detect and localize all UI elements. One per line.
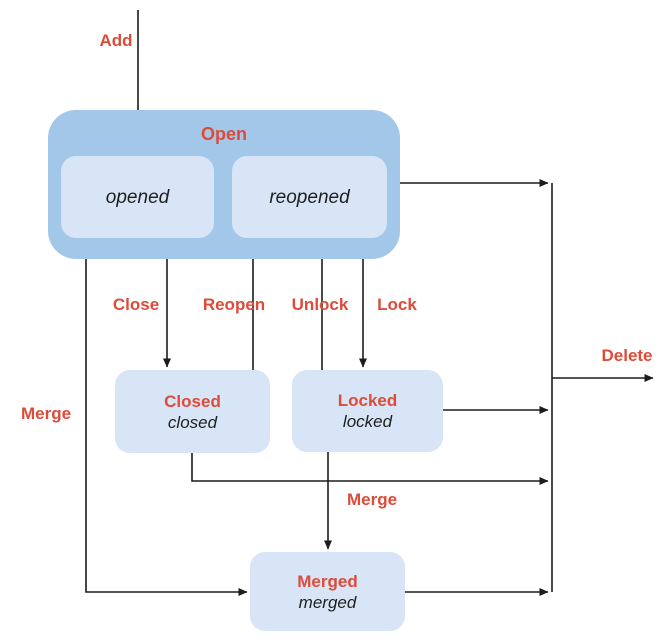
state-locked-title: Locked: [337, 391, 398, 410]
state-merged-title: Merged: [297, 571, 358, 591]
transition-label-unlock: Unlock: [291, 295, 349, 314]
transition-label-lock: Lock: [377, 295, 417, 314]
closed-exit-arrow: [191, 453, 549, 485]
transition-label-delete: Delete: [601, 346, 653, 365]
transition-label-reopen: Reopen: [202, 295, 266, 314]
state-opened: opened: [61, 156, 214, 238]
state-closed-label: closed: [167, 412, 218, 432]
transition-label-close: Close: [112, 295, 160, 314]
state-opened-label: opened: [105, 186, 170, 208]
state-locked-label: locked: [342, 412, 393, 431]
state-closed: Closed closed: [115, 370, 270, 453]
state-closed-title: Closed: [164, 391, 221, 411]
transition-label-merge-left: Merge: [20, 404, 72, 423]
state-merged: Merged merged: [250, 552, 405, 631]
transition-label-add: Add: [99, 31, 133, 50]
state-locked: Locked locked: [292, 370, 443, 452]
state-reopened-label: reopened: [269, 186, 350, 208]
state-reopened: reopened: [232, 156, 387, 238]
merge-left-arrow: [85, 259, 248, 596]
state-merged-label: merged: [298, 592, 357, 612]
state-open-title: Open: [200, 124, 247, 144]
transition-label-merge-bottom: Merge: [346, 490, 398, 509]
